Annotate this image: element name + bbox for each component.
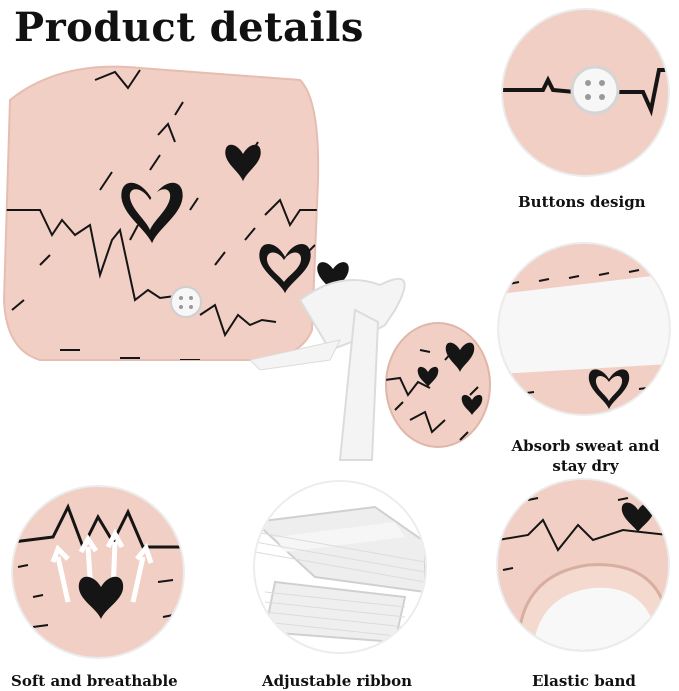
button-icon <box>570 65 620 115</box>
button-icon <box>170 286 202 318</box>
caption-ribbon: Adjustable ribbon <box>262 672 412 690</box>
caption-buttons: Buttons design <box>518 193 646 211</box>
caption-absorb-line2: stay dry <box>552 457 619 475</box>
caption-elastic: Elastic band <box>532 672 636 690</box>
caption-absorb: Absorb sweat and stay dry <box>503 436 668 476</box>
absorb-detail-image <box>499 244 669 414</box>
heart-icon <box>78 576 124 619</box>
breathable-detail-image <box>13 487 183 657</box>
ribbon-detail-image <box>255 482 425 652</box>
caption-breathable: Soft and breathable <box>11 672 178 690</box>
main-product-image <box>0 60 500 480</box>
buttons-detail-image <box>503 10 668 175</box>
page-title: Product details <box>14 4 364 51</box>
elastic-detail-image <box>498 480 668 650</box>
caption-absorb-line1: Absorb sweat and <box>511 437 660 455</box>
